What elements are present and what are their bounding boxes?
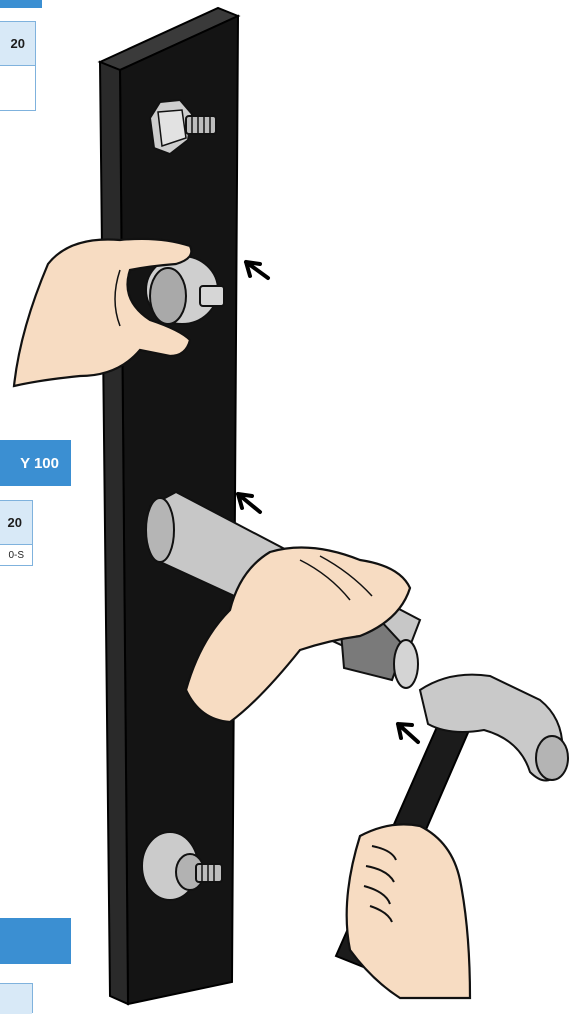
hand-holding-hammer <box>347 824 470 998</box>
